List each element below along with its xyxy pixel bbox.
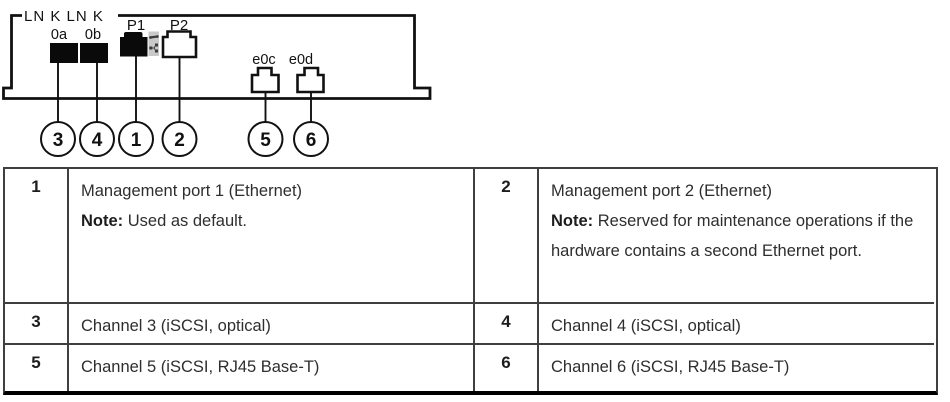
callout-circle-5: 5	[247, 121, 284, 157]
port-description-cell: Channel 4 (iSCSI, optical)	[539, 304, 934, 345]
port-label-e0c: e0c	[252, 52, 275, 68]
port-title: Channel 5 (iSCSI, RJ45 Base-T)	[81, 358, 320, 376]
sfp-port-0a	[50, 43, 78, 63]
callout-circle-1: 1	[118, 121, 154, 157]
note-text: Used as default.	[123, 212, 247, 230]
callout-leader-lines	[57, 56, 312, 122]
mgmt-port-1	[120, 32, 148, 57]
port-label-0b: 0b	[85, 27, 101, 43]
iscsi-port-e0c	[250, 66, 280, 94]
callout-number-cell: 2	[475, 169, 539, 304]
port-note: Note: Reserved for maintenance operation…	[551, 206, 922, 266]
callout-number-cell: 1	[5, 169, 69, 304]
port-description-cell: Channel 3 (iSCSI, optical)	[69, 303, 475, 345]
port-description-cell: Channel 6 (iSCSI, RJ45 Base-T)	[539, 345, 934, 391]
port-label-p1: P1	[127, 17, 145, 34]
port-title: Channel 4 (iSCSI, optical)	[551, 316, 741, 335]
callout-circle-2: 2	[161, 121, 198, 157]
port-title: Channel 6 (iSCSI, RJ45 Base-T)	[551, 358, 790, 376]
rear-panel-diagram: LN K LN K 0a 0b P1 P2	[2, 8, 432, 157]
port-label-0a: 0a	[51, 27, 68, 43]
callout-number-cell: 5	[5, 345, 69, 391]
callout-circle-6: 6	[293, 121, 329, 157]
iscsi-port-e0d	[296, 66, 325, 94]
callout-number: 4	[92, 130, 103, 151]
callout-number: 3	[53, 130, 64, 151]
note-label: Note:	[81, 212, 124, 230]
port-label-p2: P2	[170, 17, 188, 34]
callout-number: 1	[131, 130, 142, 151]
callout-number-cell: 4	[475, 303, 539, 345]
port-legend-table: 1 Management port 1 (Ethernet) Note: Use…	[3, 167, 938, 395]
network-icon	[149, 43, 158, 53]
sfp-port-0b	[80, 43, 108, 63]
port-description-cell: Management port 2 (Ethernet) Note: Reser…	[539, 169, 934, 304]
callout-circle-3: 3	[40, 121, 76, 157]
port-title: Management port 1 (Ethernet)	[81, 182, 303, 200]
callout-number: 6	[306, 130, 317, 151]
callout-number: 5	[260, 130, 271, 151]
port-title: Channel 3 (iSCSI, optical)	[81, 316, 271, 335]
service-badge	[148, 31, 159, 56]
callout-number-cell: 3	[5, 303, 69, 345]
callout-number: 2	[174, 130, 185, 151]
link-led-label: LN K LN K	[24, 8, 104, 25]
port-description-cell: Management port 1 (Ethernet) Note: Used …	[69, 169, 475, 304]
callout-circle-4: 4	[79, 121, 115, 157]
port-title: Management port 2 (Ethernet)	[551, 182, 773, 200]
mgmt-port-2	[161, 30, 198, 59]
callout-number-cell: 6	[475, 345, 539, 391]
wrench-icon	[149, 35, 159, 39]
note-label: Note:	[551, 212, 594, 230]
badge-background	[148, 31, 159, 56]
port-label-e0d: e0d	[289, 52, 313, 68]
note-text: Reserved for maintenance operations if t…	[551, 212, 914, 260]
port-description-cell: Channel 5 (iSCSI, RJ45 Base-T)	[69, 345, 475, 391]
port-note: Note: Used as default.	[81, 206, 461, 236]
